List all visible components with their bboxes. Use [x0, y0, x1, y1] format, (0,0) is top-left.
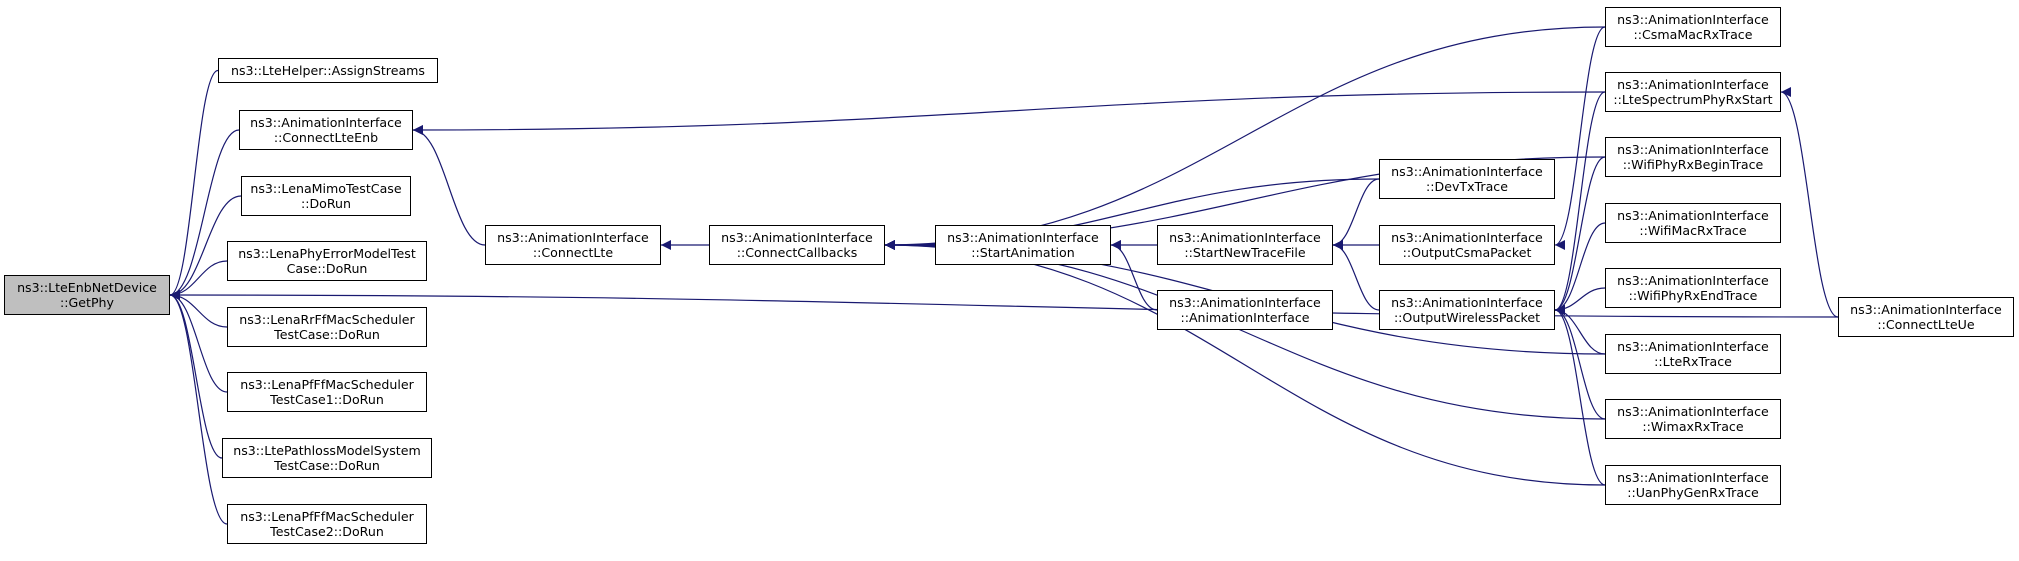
node-label-line: ns3::AnimationInterface [1617, 77, 1769, 92]
node-label-line: ::LteRxTrace [1654, 354, 1732, 369]
node-label-line: ns3::AnimationInterface [497, 230, 649, 245]
node-label-line: ns3::AnimationInterface [1850, 302, 2002, 317]
node-label-line: ::ConnectLteEnb [273, 130, 379, 145]
node-lenapfffmacschedulertestcase2-dorun[interactable]: ns3::LenaPfFfMacScheduler TestCase2::DoR… [227, 504, 427, 544]
node-label-line: ::WifiPhyRxEndTrace [1628, 288, 1758, 303]
edge-connectlte-to-connectlteenb [412, 125, 486, 246]
node-ltespectrumphyrxstart[interactable]: ns3::AnimationInterface ::LteSpectrumPhy… [1605, 72, 1781, 112]
node-label-line: ns3::LenaPfFfMacScheduler [240, 509, 414, 524]
edge-animationinterface-to-startanimation [1110, 240, 1158, 311]
node-connectlte[interactable]: ns3::AnimationInterface ::ConnectLte [485, 225, 661, 265]
node-label-line: ns3::AnimationInterface [1617, 339, 1769, 354]
edge-csmamacrxtrace-to-connectcallbacks [884, 26, 1606, 250]
edge-ltespectrumphyrxstart-to-outputwirelesspacket [1554, 91, 1606, 315]
edge-csmamacrxtrace-to-outputcsmapacket [1554, 26, 1606, 250]
node-label-line: ns3::AnimationInterface [1169, 295, 1321, 310]
node-outputcsmapacket[interactable]: ns3::AnimationInterface ::OutputCsmaPack… [1379, 225, 1555, 265]
node-label-line: ns3::LenaPhyErrorModelTest [238, 246, 416, 261]
node-label-line: ns3::AnimationInterface [1617, 12, 1769, 27]
edge-outputwirelesspacket-to-startnewtracefile [1332, 240, 1380, 311]
node-label-line: ns3::AnimationInterface [1169, 230, 1321, 245]
node-label-line: TestCase2::DoRun [270, 524, 384, 539]
node-label-line: ::StartAnimation [971, 245, 1075, 260]
node-lenaphyerrormodeltestcase-dorun[interactable]: ns3::LenaPhyErrorModelTest Case::DoRun [227, 241, 427, 281]
node-label-line: TestCase1::DoRun [270, 392, 384, 407]
node-startnewtracefile[interactable]: ns3::AnimationInterface ::StartNewTraceF… [1157, 225, 1333, 265]
node-label-line: ::WifiMacRxTrace [1639, 223, 1747, 238]
node-startanimation[interactable]: ns3::AnimationInterface ::StartAnimation [935, 225, 1111, 265]
node-label-line: ::WimaxRxTrace [1642, 419, 1744, 434]
node-label-line: ns3::AnimationInterface [721, 230, 873, 245]
node-label-line: ns3::LenaRrFfMacScheduler [239, 312, 415, 327]
node-label-line: ::WifiPhyRxBeginTrace [1622, 157, 1764, 172]
node-wimaxrxtrace[interactable]: ns3::AnimationInterface ::WimaxRxTrace [1605, 399, 1781, 439]
node-devtxtrace[interactable]: ns3::AnimationInterface ::DevTxTrace [1379, 159, 1555, 199]
edge-ltepathloss-to-getphy [169, 290, 223, 459]
node-label-line: ns3::LteHelper::AssignStreams [231, 63, 425, 78]
node-label-line: ::GetPhy [60, 295, 114, 310]
node-label-line: ns3::AnimationInterface [1617, 142, 1769, 157]
node-label-line: ::LteSpectrumPhyRxStart [1613, 92, 1773, 107]
node-lenapfffmacschedulertestcase1-dorun[interactable]: ns3::LenaPfFfMacScheduler TestCase1::DoR… [227, 372, 427, 412]
node-label-line: ns3::LenaMimoTestCase [250, 181, 402, 196]
node-connectlteenb[interactable]: ns3::AnimationInterface ::ConnectLteEnb [239, 110, 413, 150]
node-ltehelper-assignstreams[interactable]: ns3::LteHelper::AssignStreams [218, 58, 438, 83]
node-label-line: ns3::AnimationInterface [1617, 273, 1769, 288]
node-label-line: ::DoRun [300, 196, 352, 211]
node-label-line: ns3::AnimationInterface [947, 230, 1099, 245]
node-connectlteue[interactable]: ns3::AnimationInterface ::ConnectLteUe [1838, 297, 2014, 337]
node-label-line: ::ConnectLte [532, 245, 614, 260]
node-wifiphyrxendtrace[interactable]: ns3::AnimationInterface ::WifiPhyRxEndTr… [1605, 268, 1781, 308]
node-lenamimotestcase-dorun[interactable]: ns3::LenaMimoTestCase ::DoRun [241, 176, 411, 216]
node-label-line: ns3::AnimationInterface [1391, 164, 1543, 179]
node-wifimacrxtrace[interactable]: ns3::AnimationInterface ::WifiMacRxTrace [1605, 203, 1781, 243]
node-label-line: ::ConnectLteUe [1877, 317, 1975, 332]
node-label-line: ::StartNewTraceFile [1184, 245, 1306, 260]
node-label-line: ::CsmaMacRxTrace [1633, 27, 1753, 42]
node-wifiphyrxbegintrace[interactable]: ns3::AnimationInterface ::WifiPhyRxBegin… [1605, 137, 1781, 177]
node-lterxtrace[interactable]: ns3::AnimationInterface ::LteRxTrace [1605, 334, 1781, 374]
node-label-line: ::AnimationInterface [1180, 310, 1310, 325]
node-lteenbnetdevice-getphy: ns3::LteEnbNetDevice ::GetPhy [4, 275, 170, 315]
edge-lenamimo-to-getphy [169, 195, 242, 300]
node-connectcallbacks[interactable]: ns3::AnimationInterface ::ConnectCallbac… [709, 225, 885, 265]
edge-ltespectrumphyrxstart-to-connectlteenb [412, 91, 1606, 135]
node-label-line: ns3::AnimationInterface [1617, 208, 1769, 223]
node-label-line: TestCase::DoRun [274, 458, 380, 473]
node-label-line: ::OutputWirelessPacket [1393, 310, 1541, 325]
node-outputwirelesspacket[interactable]: ns3::AnimationInterface ::OutputWireless… [1379, 290, 1555, 330]
node-label-line: Case::DoRun [286, 261, 368, 276]
edge-lenapfff1-to-getphy [169, 290, 228, 393]
edge-uanphygenrxtrace-to-outputwirelesspacket [1554, 305, 1606, 486]
node-label-line: ns3::AnimationInterface [1391, 295, 1543, 310]
edge-devtxtrace-to-startnewtracefile [1332, 178, 1380, 250]
node-label-line: ns3::LtePathlossModelSystem [233, 443, 421, 458]
edge-connectlteenb-to-getphy [169, 129, 240, 300]
node-animationinterface-constructor[interactable]: ns3::AnimationInterface ::AnimationInter… [1157, 290, 1333, 330]
node-label-line: ::OutputCsmaPacket [1402, 245, 1532, 260]
edge-connectlteue-to-ltespectrumphyrxstart [1780, 87, 1839, 318]
node-label-line: ns3::AnimationInterface [250, 115, 402, 130]
edge-wimaxrxtrace-to-connectcallbacks [884, 240, 1606, 420]
node-label-line: ::UanPhyGenRxTrace [1627, 485, 1759, 500]
node-uanphygenrxtrace[interactable]: ns3::AnimationInterface ::UanPhyGenRxTra… [1605, 465, 1781, 505]
edge-assignstreams-to-getphy [169, 69, 219, 300]
node-label-line: TestCase::DoRun [274, 327, 380, 342]
node-csmamacrxtrace[interactable]: ns3::AnimationInterface ::CsmaMacRxTrace [1605, 7, 1781, 47]
node-label-line: ns3::LteEnbNetDevice [17, 280, 157, 295]
edge-lenapfff2-to-getphy [169, 290, 228, 525]
edge-wimaxrxtrace-to-outputwirelesspacket [1554, 305, 1606, 420]
edge-uanphygenrxtrace-to-connectcallbacks [884, 240, 1606, 486]
edge-wifiphyrxbegintrace-to-outputwirelesspacket [1554, 156, 1606, 315]
node-ltepathlossmodelsystemtestcase-dorun[interactable]: ns3::LtePathlossModelSystem TestCase::Do… [222, 438, 432, 478]
node-lenarrffmacschedulertestcase-dorun[interactable]: ns3::LenaRrFfMacScheduler TestCase::DoRu… [227, 307, 427, 347]
node-label-line: ns3::AnimationInterface [1617, 470, 1769, 485]
node-label-line: ns3::LenaPfFfMacScheduler [240, 377, 414, 392]
node-label-line: ns3::AnimationInterface [1617, 404, 1769, 419]
node-label-line: ::ConnectCallbacks [736, 245, 858, 260]
node-label-line: ::DevTxTrace [1426, 179, 1508, 194]
node-label-line: ns3::AnimationInterface [1391, 230, 1543, 245]
